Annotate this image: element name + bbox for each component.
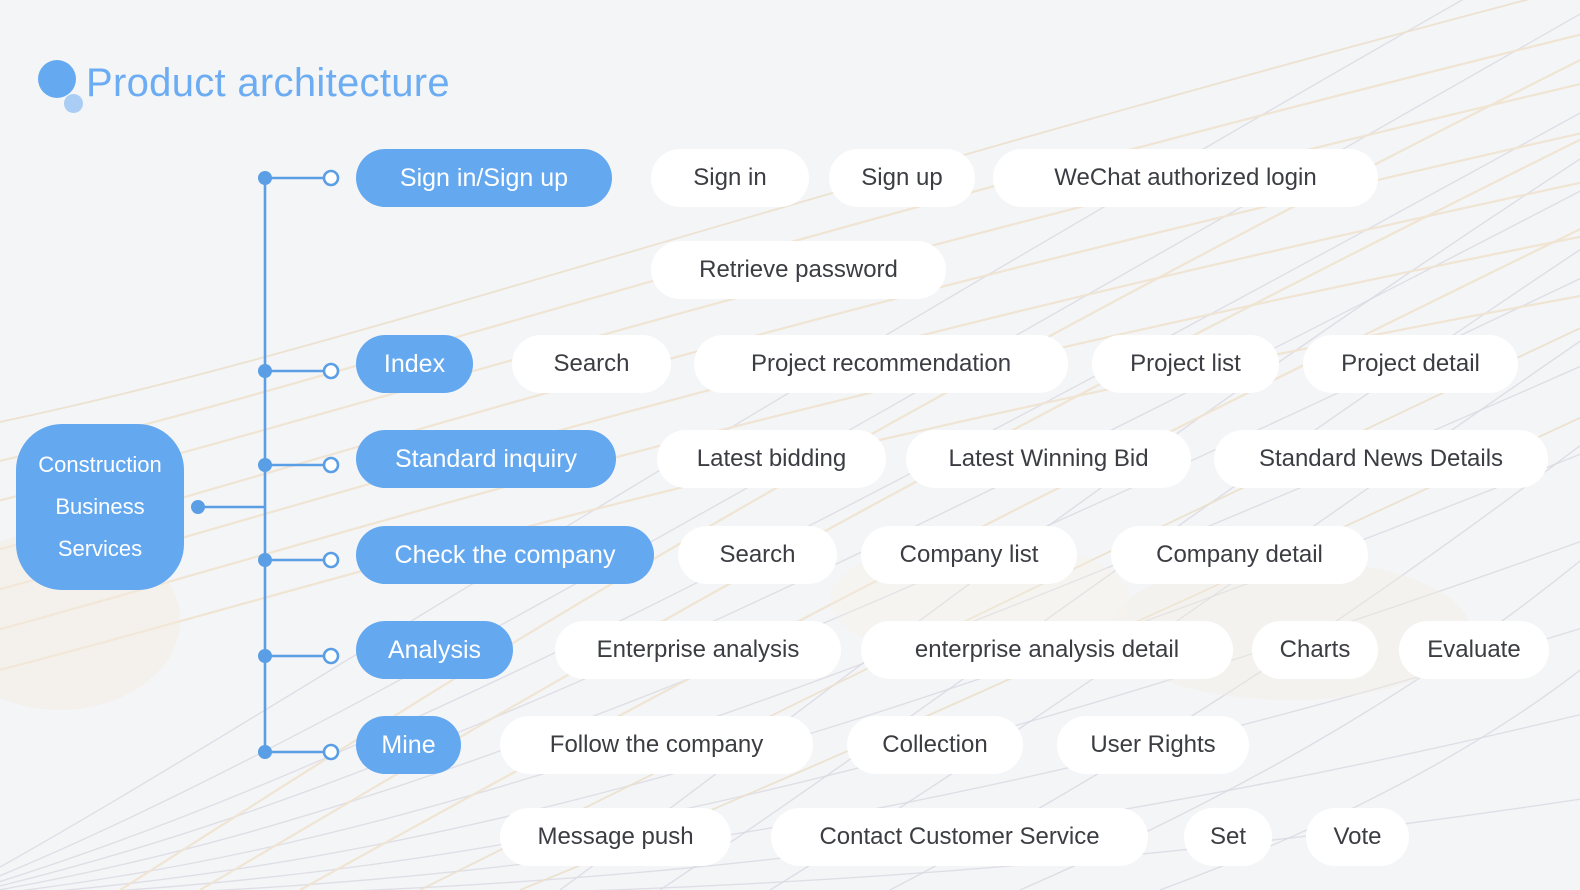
- pill-label: Check the company: [394, 540, 616, 569]
- leaf-node-pill-p-mine-col[interactable]: Collection: [847, 716, 1023, 774]
- pill-label: Standard News Details: [1258, 445, 1504, 472]
- root-node-line-3: Services: [57, 536, 143, 561]
- spine-dot-6: [258, 745, 272, 759]
- pill-label: Follow the company: [549, 731, 764, 758]
- pill-label: Retrieve password: [699, 256, 898, 283]
- branch-node-pill-p-signinup[interactable]: Sign in/Sign up: [356, 149, 612, 207]
- leaf-node-pill-p-wechat[interactable]: WeChat authorized login: [993, 149, 1378, 207]
- spine-dot-2: [258, 364, 272, 378]
- leaf-node-pill-p-mine-fol[interactable]: Follow the company: [500, 716, 813, 774]
- pill-label: Analysis: [387, 635, 482, 664]
- page-header: Product architecture: [34, 52, 450, 114]
- pill-label: WeChat authorized login: [1054, 164, 1317, 191]
- pill-label: Latest Winning Bid: [948, 445, 1149, 472]
- pill-label: Charts: [1279, 636, 1351, 663]
- root-node[interactable]: Construction Business Services: [16, 424, 184, 590]
- pill-label: Vote: [1333, 823, 1382, 850]
- leaf-node-pill-p-idx-list[interactable]: Project list: [1092, 335, 1279, 393]
- pill-label: Index: [383, 349, 446, 378]
- branch-node-pill-p-std[interactable]: Standard inquiry: [356, 430, 616, 488]
- brand-dot-large-icon: [38, 60, 76, 98]
- pill-label: Latest bidding: [696, 445, 847, 472]
- leaf-node-pill-p-chk-detail[interactable]: Company detail: [1111, 526, 1368, 584]
- spine-dot-4: [258, 553, 272, 567]
- leaf-node-pill-p-retrieve[interactable]: Retrieve password: [651, 241, 946, 299]
- leaf-node-pill-p-idx-rec[interactable]: Project recommendation: [694, 335, 1068, 393]
- branch-node-1: [322, 169, 340, 187]
- branch-node-pill-p-mine[interactable]: Mine: [356, 716, 461, 774]
- leaf-node-pill-p-idx-detail[interactable]: Project detail: [1303, 335, 1518, 393]
- leaf-node-pill-p-std-bid[interactable]: Latest bidding: [657, 430, 886, 488]
- leaf-node-pill-p-idx-search[interactable]: Search: [512, 335, 671, 393]
- branch-node-pill-p-chk[interactable]: Check the company: [356, 526, 654, 584]
- leaf-node-pill-p-mine-vote[interactable]: Vote: [1306, 808, 1409, 866]
- spine-dot-1: [258, 171, 272, 185]
- leaf-node-pill-p-std-win[interactable]: Latest Winning Bid: [906, 430, 1191, 488]
- brand-dots-icon: [34, 52, 86, 114]
- leaf-node-pill-p-signin[interactable]: Sign in: [651, 149, 809, 207]
- pill-label: Sign in: [693, 164, 767, 191]
- spine-dot-5: [258, 649, 272, 663]
- pill-label: Company list: [899, 541, 1039, 568]
- branch-node-4: [322, 551, 340, 569]
- root-node-line-2: Business: [55, 494, 145, 519]
- pill-label: Project detail: [1341, 350, 1480, 377]
- brand-dot-small-icon: [64, 94, 83, 113]
- pill-label: Collection: [882, 731, 988, 758]
- pill-label: Company detail: [1156, 541, 1323, 568]
- pill-label: Standard inquiry: [394, 444, 578, 473]
- pill-label: Mine: [381, 730, 436, 759]
- leaf-node-pill-p-ana-det[interactable]: enterprise analysis detail: [861, 621, 1233, 679]
- leaf-node-pill-p-std-news[interactable]: Standard News Details: [1214, 430, 1548, 488]
- leaf-node-pill-p-mine-set[interactable]: Set: [1184, 808, 1272, 866]
- branch-node-pill-p-index[interactable]: Index: [356, 335, 473, 393]
- pill-label: Set: [1209, 823, 1247, 850]
- branch-node-3: [322, 456, 340, 474]
- pill-label: Search: [553, 350, 630, 377]
- pill-label: Project recommendation: [750, 350, 1012, 377]
- leaf-node-pill-p-ana-ent[interactable]: Enterprise analysis: [555, 621, 841, 679]
- page-title: Product architecture: [86, 61, 450, 105]
- leaf-node-pill-p-mine-cs[interactable]: Contact Customer Service: [771, 808, 1148, 866]
- branch-node-6: [322, 743, 340, 761]
- pill-label: Message push: [537, 823, 694, 850]
- branch-node-2: [322, 362, 340, 380]
- leaf-node-pill-p-chk-list[interactable]: Company list: [861, 526, 1077, 584]
- spine-dot-3: [258, 458, 272, 472]
- pill-label: Sign up: [861, 164, 943, 191]
- pill-label: enterprise analysis detail: [914, 636, 1180, 663]
- leaf-node-pill-p-ana-eva[interactable]: Evaluate: [1399, 621, 1549, 679]
- pill-label: Enterprise analysis: [596, 636, 800, 663]
- leaf-node-pill-p-mine-msg[interactable]: Message push: [500, 808, 731, 866]
- pill-label: User Rights: [1090, 731, 1216, 758]
- branch-node-pill-p-ana[interactable]: Analysis: [356, 621, 513, 679]
- pill-label: Project list: [1130, 350, 1241, 377]
- root-node-line-1: Construction: [38, 452, 162, 477]
- branch-node-5: [322, 647, 340, 665]
- leaf-node-pill-p-ana-cha[interactable]: Charts: [1252, 621, 1378, 679]
- pill-label: Search: [719, 541, 796, 568]
- branch-nodes: [322, 169, 340, 761]
- leaf-node-pill-p-signup[interactable]: Sign up: [829, 149, 975, 207]
- leaf-node-pill-p-chk-search[interactable]: Search: [678, 526, 837, 584]
- pill-label: Contact Customer Service: [819, 823, 1100, 850]
- spine-dot-root: [191, 500, 205, 514]
- pill-label: Sign in/Sign up: [399, 163, 569, 192]
- spine-dots: [191, 171, 272, 759]
- leaf-node-pill-p-mine-rig[interactable]: User Rights: [1057, 716, 1249, 774]
- pill-label: Evaluate: [1427, 636, 1521, 663]
